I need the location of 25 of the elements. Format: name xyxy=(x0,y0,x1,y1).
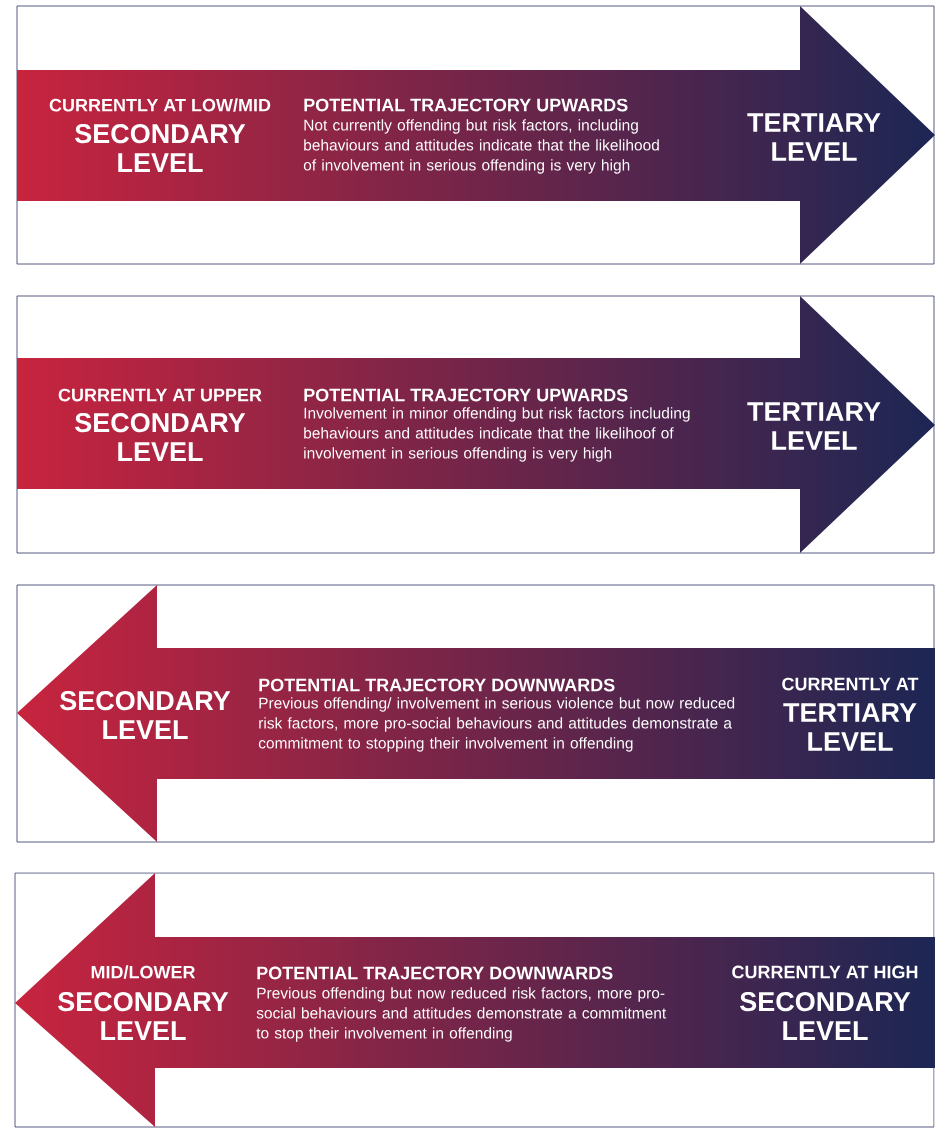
trajectory-description: Previous offending/ involvement in serious violence but now reduced risk factors, more pro-social behaviours and attitudes demonstrate a commitment to stopping their involvement in offending xyxy=(258,697,735,752)
level-title: SECONDARY LEVEL xyxy=(75,413,246,461)
level-label: CURRENTLY AT xyxy=(782,677,919,691)
trajectory-heading: POTENTIAL TRAJECTORY DOWNWARDS xyxy=(257,966,613,980)
trajectory-heading: POTENTIAL TRAJECTORY UPWARDS xyxy=(304,98,628,112)
level-label: CURRENTLY AT UPPER xyxy=(58,388,262,402)
panel-frame xyxy=(16,5,935,265)
level-title: TERTIARY LEVEL xyxy=(783,703,917,751)
level-title: SECONDARY LEVEL xyxy=(58,992,229,1040)
level-label: CURRENTLY AT LOW/MID xyxy=(49,98,271,112)
trajectory-description: Involvement in minor offending but risk factors including behaviours and attitudes indicate that the likelihoof of involvement in serious offending is very high xyxy=(304,407,690,462)
level-title: SECONDARY LEVEL xyxy=(75,124,246,172)
level-title: TERTIARY LEVEL xyxy=(747,113,881,161)
level-title: TERTIARY LEVEL xyxy=(747,402,881,450)
trajectory-description: Previous offending but now reduced risk factors, more pro-social behaviours and attitudes demonstrate a commitment to stop their involvement in offending xyxy=(256,987,667,1042)
panel-frame xyxy=(14,872,935,1128)
trajectory-heading: POTENTIAL TRAJECTORY DOWNWARDS xyxy=(259,678,615,692)
panel-frame xyxy=(16,295,935,554)
level-title: SECONDARY LEVEL xyxy=(60,691,231,739)
level-title: SECONDARY LEVEL xyxy=(740,992,911,1040)
level-label: MID/LOWER xyxy=(91,965,196,979)
level-label: CURRENTLY AT HIGH xyxy=(732,965,918,979)
panel-frame xyxy=(16,584,935,843)
trajectory-description: Not currently offending but risk factors, including behaviours and attitudes indicate that the likelihood of involvement in serious offending is very high xyxy=(303,119,659,174)
trajectory-heading: POTENTIAL TRAJECTORY UPWARDS xyxy=(304,388,628,402)
